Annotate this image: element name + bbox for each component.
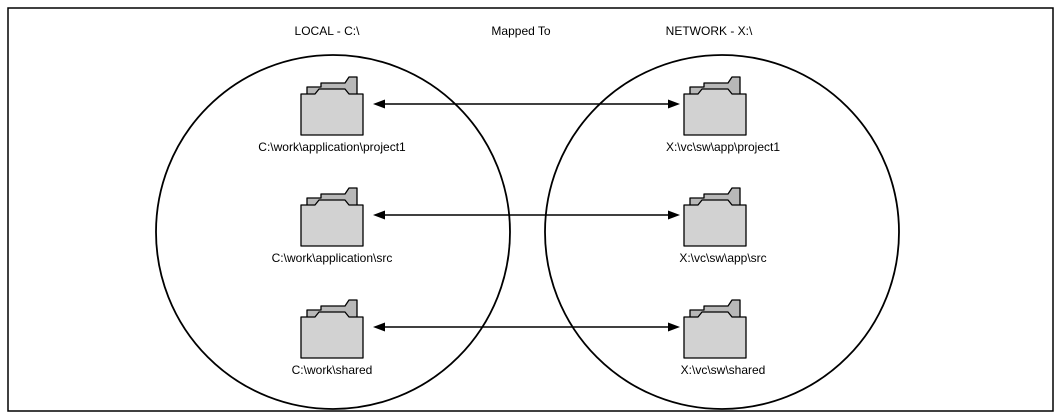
diagram-frame [7,7,1054,412]
local-path-label: C:\work\application\project1 [258,140,406,154]
local-drive-circle [155,54,511,410]
mapping-row: C:\work\application\project1 X:\vc\sw\app… [258,76,780,154]
local-folder-icon [300,76,364,136]
network-path-label: X:\vc\sw\app\src [679,251,766,265]
local-folder-icon [300,299,364,359]
network-folder-icon [683,187,747,247]
network-drive-header: NETWORK - X:\ [666,24,753,38]
network-drive-circle [544,54,900,410]
local-folder-icon [300,187,364,247]
network-folder-icon [683,299,747,359]
local-drive-header: LOCAL - C:\ [295,24,361,38]
network-folder-icon [683,76,747,136]
local-path-label: C:\work\shared [292,363,373,377]
mapped-to-header: Mapped To [491,24,550,38]
network-path-label: X:\vc\sw\shared [681,363,766,377]
network-path-label: X:\vc\sw\app\project1 [666,140,780,154]
double-arrow-icon [373,210,680,220]
local-path-label: C:\work\application\src [272,251,393,265]
double-arrow-icon [373,322,680,332]
mapping-row: C:\work\application\src X:\vc\sw\app\src [272,187,767,265]
double-arrow-icon [373,99,680,109]
mapping-row: C:\work\shared X:\vc\sw\shared [292,299,766,377]
